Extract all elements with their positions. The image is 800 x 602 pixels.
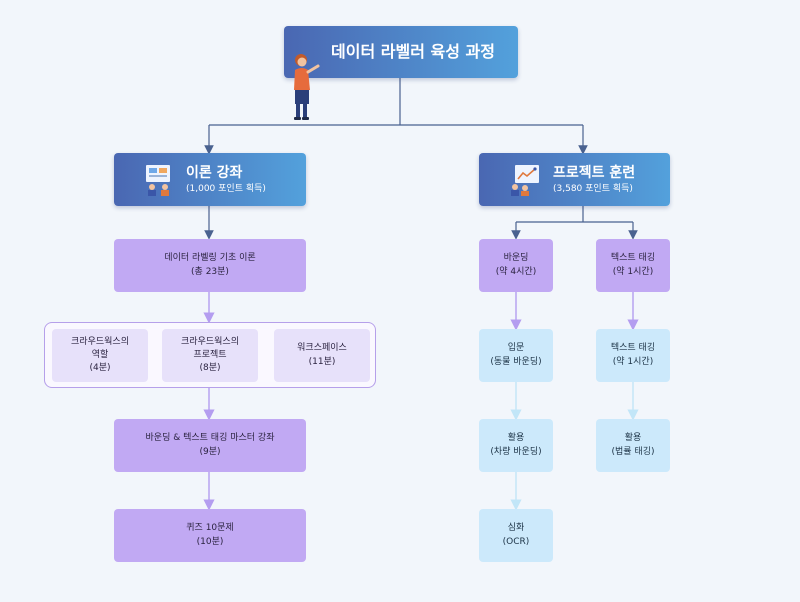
workspace-box: 워크스페이스 (11분) [274,329,370,382]
crowd-role-line2: 역할 [91,349,109,360]
master-course-line2: (9분) [199,446,221,457]
applied-tagging-box: 활용 (법률 태깅) [596,419,670,472]
project-title: 프로젝트 훈련 [553,164,636,181]
crowd-project-box: 크라우드웍스의 프로젝트 (8분) [162,329,258,382]
crowd-project-line3: (8분) [199,363,221,374]
project-header: 프로젝트 훈련 (3,580 포인트 획득) [479,153,670,206]
basic-theory-line1: 데이터 라벨링 기초 이론 [164,253,256,264]
crowd-role-box: 크라우드웍스의 역할 (4분) [52,329,148,382]
crowd-project-line2: 프로젝트 [193,349,227,360]
teacher-illustration-icon [294,54,320,120]
crowd-role-line3: (4분) [89,363,111,374]
text-tagging-sub-line2: (약 1시간) [612,356,654,367]
project-header-text: 프로젝트 훈련 (3,580 포인트 획득) [553,163,635,196]
crowd-project-line1: 크라우드웍스의 [181,336,239,347]
text-tagging-sub-line1: 텍스트 태깅 [610,343,656,354]
project-points: (3,580 포인트 획득) [553,184,633,195]
bounding-box: 바운딩 (약 4시간) [479,239,553,292]
master-course-box: 바운딩 & 텍스트 태깅 마스터 강좌 (9분) [114,419,306,472]
quiz-line1: 퀴즈 10문제 [186,523,234,534]
bounding-line1: 바운딩 [503,253,529,264]
theory-header-text: 이론 강좌 (1,000 포인트 획득) [186,163,266,196]
text-tagging-sub-box: 텍스트 태깅 (약 1시간) [596,329,670,382]
basic-theory-box: 데이터 라벨링 기초 이론 (총 23분) [114,239,306,292]
quiz-line2: (10분) [196,536,224,547]
advanced-line1: 심화 [507,523,525,534]
text-tagging-line2: (약 1시간) [612,266,654,277]
classroom-illustration-icon [146,164,170,196]
advanced-box: 심화 (OCR) [479,509,553,562]
project-illustration-icon [511,164,539,196]
applied-bounding-line2: (차량 바운딩) [490,446,542,457]
theory-header: 이론 강좌 (1,000 포인트 획득) [114,153,306,206]
main-title-box: 데이터 라벨러 육성 과정 [284,26,518,78]
workspace-line2: (11분) [308,356,336,367]
applied-tagging-line1: 활용 [624,433,642,444]
applied-tagging-line2: (법률 태깅) [611,446,655,457]
basic-theory-line2: (총 23분) [191,266,229,277]
applied-bounding-box: 활용 (차량 바운딩) [479,419,553,472]
intro-line2: (동물 바운딩) [490,356,542,367]
advanced-line2: (OCR) [502,536,530,547]
workspace-line1: 워크스페이스 [297,343,347,354]
intro-box: 입문 (동물 바운딩) [479,329,553,382]
text-tagging-box: 텍스트 태깅 (약 1시간) [596,239,670,292]
text-tagging-line1: 텍스트 태깅 [610,253,656,264]
theory-points: (1,000 포인트 획득) [186,184,266,195]
crowd-role-line1: 크라우드웍스의 [71,336,129,347]
quiz-box: 퀴즈 10문제 (10분) [114,509,306,562]
bounding-line2: (약 4시간) [495,266,537,277]
theory-title: 이론 강좌 [186,164,243,181]
master-course-line1: 바운딩 & 텍스트 태깅 마스터 강좌 [145,433,275,444]
main-title: 데이터 라벨러 육성 과정 [331,42,495,62]
applied-bounding-line1: 활용 [507,433,525,444]
intro-line1: 입문 [507,343,525,354]
